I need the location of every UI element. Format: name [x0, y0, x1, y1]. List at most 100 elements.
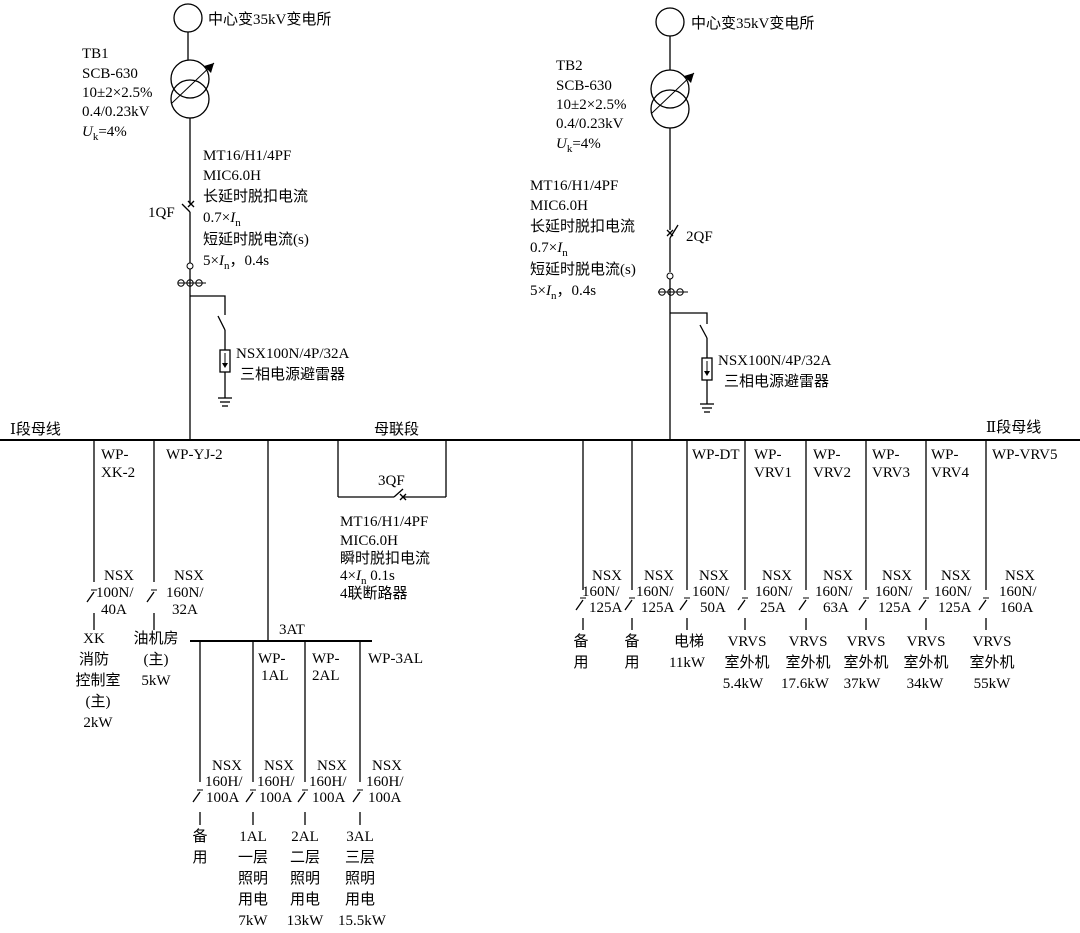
left-feeder-1-cable: WP-XK-2	[101, 447, 135, 481]
right-ct-icon	[658, 272, 688, 296]
bus2-label: Ⅱ段母线	[986, 419, 1041, 436]
bus-bars: Ⅰ段母线 母联段 Ⅱ段母线	[0, 419, 1080, 441]
tb2-transformer-icon	[650, 69, 695, 129]
bus1-label: Ⅰ段母线	[10, 421, 61, 438]
qf2-short-title: 短延时脱电流(s)	[530, 261, 636, 278]
qf2-label: 2QF	[686, 229, 713, 245]
qf2-model: MT16/H1/4PF	[530, 178, 618, 194]
left-arrester-desc: 三相电源避雷器	[240, 366, 345, 383]
right-feeder-8-cable: WP-VRV5	[992, 447, 1057, 463]
qf1-short-title: 短延时脱电流(s)	[203, 231, 309, 248]
qf1-breaker-icon	[181, 200, 195, 213]
ats-cable-3: WP-3AL	[368, 651, 423, 667]
qf3-inst-title: 瞬时脱扣电流	[340, 550, 430, 567]
right-source-icon	[655, 7, 685, 37]
qf2-short-setting: 5×In，0.4s	[530, 283, 596, 302]
ats-feeder-1-load: 备用	[192, 828, 207, 866]
tb2-voltage: 0.4/0.23kV	[556, 116, 624, 132]
tb1-ratio: 10±2×2.5%	[82, 85, 152, 101]
ats-cable-1: WP-1AL	[258, 651, 289, 684]
left-source-label: 中心变35kV变电所	[208, 11, 331, 28]
qf1-long-title: 长延时脱扣电流	[203, 188, 308, 205]
right-feeder-6-cable: WP-VRV3	[872, 447, 910, 481]
qf3-unit: MIC6.0H	[340, 533, 398, 549]
qf1-model: MT16/H1/4PF	[203, 148, 291, 164]
tb1-model: SCB-630	[82, 66, 138, 82]
qf3-label: 3QF	[378, 473, 405, 489]
qf2-long-title: 长延时脱扣电流	[530, 218, 635, 235]
tie-label: 母联段	[374, 421, 419, 438]
tb1-uk: Uk=4%	[82, 124, 127, 143]
ats-bus-label: 3AT	[279, 622, 305, 638]
left-feeder-2-load: 油机房(主)5kW	[133, 630, 178, 689]
tb2-model: SCB-630	[556, 78, 612, 94]
right-feeder-1-load: 备用	[573, 633, 588, 671]
right-feeder-4-cable: WP-VRV1	[754, 447, 792, 481]
qf1-short-setting: 5×In，0.4s	[203, 253, 269, 272]
left-feeder-2-cable: WP-YJ-2	[166, 447, 223, 463]
qf3-inst-setting: 4×In 0.1s	[340, 568, 395, 587]
left-feeder-2-switch-icon	[146, 589, 157, 630]
qf2-long-setting: 0.7×In	[530, 240, 568, 259]
qf2-breaker-icon	[666, 224, 679, 239]
ats-section: 3AT WP-1AL WP-2AL WP-3AL	[190, 440, 423, 684]
tb1-name: TB1	[82, 46, 109, 62]
right-feeder-2-load: 备用	[624, 633, 639, 671]
qf3-note: 4联断路器	[340, 585, 408, 602]
right-incomer: 中心变35kV变电所 TB2 SCB-630 10±2×2.5% 0.4/0.2…	[530, 7, 832, 440]
left-incomer: 中心变35kV变电所 TB1 SCB-630 10±2×2.5% 0.4/0.2…	[82, 3, 350, 440]
left-source-icon	[173, 3, 203, 33]
left-feeder-1-switch-icon	[86, 589, 97, 630]
tb2-ratio: 10±2×2.5%	[556, 97, 626, 113]
right-arrester-model: NSX100N/4P/32A	[718, 353, 832, 369]
right-source-label: 中心变35kV变电所	[691, 15, 814, 32]
ats-cable-2: WP-2AL	[312, 651, 340, 684]
left-arrester-model: NSX100N/4P/32A	[236, 346, 350, 362]
right-feeder-7-cable: WP-VRV4	[931, 447, 969, 481]
qf2-unit: MIC6.0H	[530, 198, 588, 214]
right-feeder-5-cable: WP-VRV2	[813, 447, 851, 481]
right-arrester-desc: 三相电源避雷器	[724, 373, 829, 390]
qf1-label: 1QF	[148, 205, 175, 221]
left-arrester-icon	[190, 295, 232, 407]
tb2-name: TB2	[556, 58, 583, 74]
tb2-uk: Uk=4%	[556, 136, 601, 155]
qf3-model: MT16/H1/4PF	[340, 514, 428, 530]
right-arrester-icon	[670, 312, 714, 413]
qf1-long-setting: 0.7×In	[203, 210, 241, 229]
